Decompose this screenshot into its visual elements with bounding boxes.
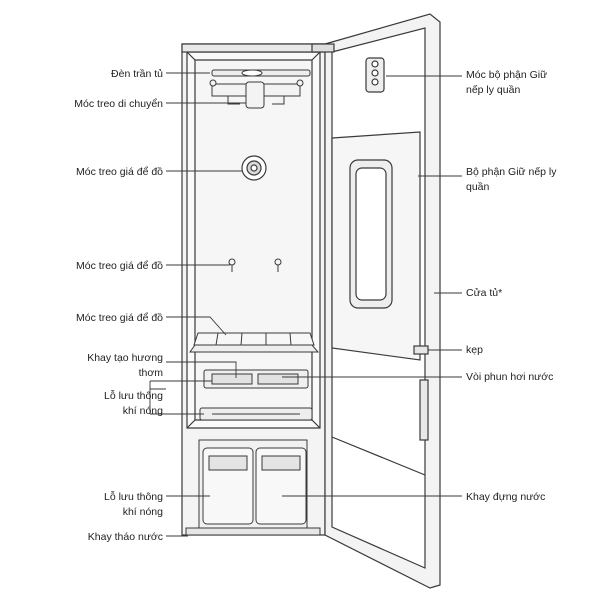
round-hook: [241, 155, 267, 181]
lower-drawers: [198, 439, 308, 529]
label-den-tran-tu-line-0: Đèn trần tủ: [111, 68, 163, 80]
label-lo-luu-thong-1-line-0: Lỗ lưu thông: [104, 390, 163, 402]
movable-hanger: [209, 79, 304, 109]
label-khay-thao-nuoc: Khay tháo nước: [88, 530, 163, 545]
leader-moc-treo-gia-3: [166, 316, 227, 336]
label-khay-dung-nuoc: Khay đựng nước: [466, 490, 545, 505]
leader-lo-luu-thong-1: [149, 380, 212, 415]
label-moc-treo-di-chuyen-line-0: Móc treo di chuyển: [74, 98, 163, 110]
label-moc-treo-gia-3-line-0: Móc treo giá để đồ: [76, 312, 163, 324]
label-kep: kẹp: [466, 343, 483, 358]
shelf: [189, 332, 320, 353]
label-moc-treo-gia-1: Móc treo giá để đồ: [76, 165, 163, 180]
label-bo-phan-giu-line-1: quần: [466, 181, 490, 193]
label-voi-phun: Vòi phun hơi nước: [466, 370, 553, 385]
label-khay-tao-huong-thom: Khay tạo hương thơm: [87, 351, 163, 381]
label-voi-phun-line-0: Vòi phun hơi nước: [466, 371, 554, 383]
aroma-tray: [203, 369, 309, 389]
label-lo-luu-thong-1-line-1: khí nóng: [122, 405, 163, 417]
label-bo-phan-giu-line-0: Bộ phận Giữ nếp ly: [466, 166, 557, 178]
label-lo-luu-thong-2-line-1: khí nóng: [122, 506, 163, 518]
label-moc-bo-phan-giu-line-0: Móc bộ phận Giữ: [466, 69, 548, 81]
label-moc-treo-gia-3: Móc treo giá để đồ: [76, 311, 163, 326]
label-lo-luu-thong-1: Lỗ lưu thông khí nóng: [104, 389, 163, 419]
label-kep-line-0: kẹp: [466, 344, 483, 356]
shelf-hooks: [228, 258, 282, 272]
label-moc-treo-gia-2-line-0: Móc treo giá để đồ: [76, 260, 163, 272]
label-moc-treo-gia-2: Móc treo giá để đồ: [76, 259, 163, 274]
label-khay-tao-huong-thom-line-1: thơm: [138, 367, 163, 379]
open-door: [311, 13, 441, 589]
label-khay-thao-nuoc-line-0: Khay tháo nước: [87, 531, 163, 543]
label-cua-tu-line-0: Cửa tủ*: [466, 287, 503, 299]
label-moc-bo-phan-giu: Móc bộ phận Giữ nếp ly quần: [466, 68, 547, 98]
label-moc-treo-gia-1-line-0: Móc treo giá để đồ: [76, 166, 163, 178]
label-cua-tu: Cửa tủ*: [466, 286, 502, 301]
label-moc-treo-di-chuyen: Móc treo di chuyển: [74, 97, 163, 112]
label-khay-dung-nuoc-line-0: Khay đựng nước: [466, 491, 546, 503]
label-moc-bo-phan-giu-line-1: nếp ly quần: [466, 84, 521, 96]
drain-tray: [185, 527, 321, 536]
label-khay-tao-huong-thom-line-0: Khay tạo hương: [87, 352, 163, 364]
leader-khay-tao-huong-thom: [166, 361, 237, 378]
label-lo-luu-thong-2-line-0: Lỗ lưu thông: [104, 491, 163, 503]
ceiling-light: [211, 69, 311, 77]
label-bo-phan-giu: Bộ phận Giữ nếp ly quần: [466, 165, 557, 195]
label-den-tran-tu: Đèn trần tủ: [111, 67, 163, 82]
label-lo-luu-thong-2: Lỗ lưu thông khí nóng: [104, 490, 163, 520]
